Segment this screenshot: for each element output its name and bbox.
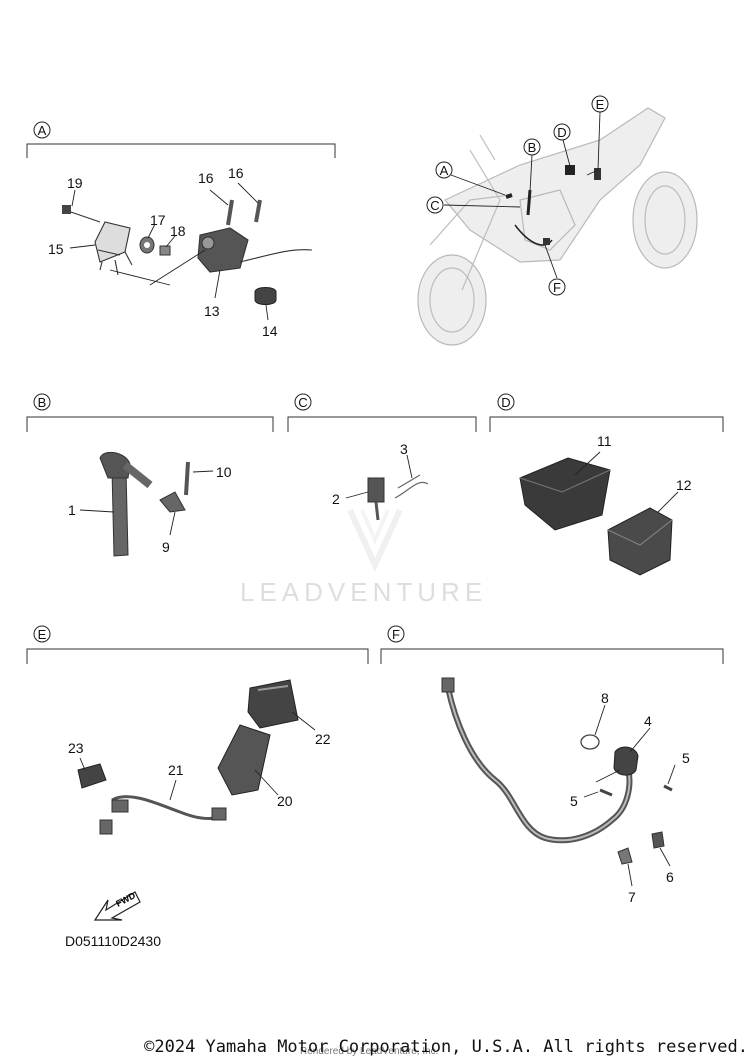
- section-e-header: E: [26, 625, 369, 664]
- callout-5a: 5: [682, 750, 690, 766]
- bike-overview: A B C D E F: [417, 95, 698, 346]
- callout-22: 22: [315, 731, 331, 747]
- bike-label-f: F: [553, 280, 561, 295]
- callout-19: 19: [67, 175, 83, 191]
- section-b-letter: B: [38, 395, 47, 410]
- section-b-parts: [79, 451, 214, 557]
- bike-label-b: B: [528, 140, 537, 155]
- callout-2: 2: [332, 491, 340, 507]
- callout-23: 23: [68, 740, 84, 756]
- section-b-header: B: [26, 393, 274, 432]
- callout-21: 21: [168, 762, 184, 778]
- bike-label-e: E: [596, 97, 605, 112]
- callout-20: 20: [277, 793, 293, 809]
- section-f-parts: [441, 677, 676, 887]
- bike-label-c: C: [430, 198, 439, 213]
- callout-4: 4: [644, 713, 652, 729]
- diagram-code: D051110D2430: [65, 933, 162, 949]
- callout-11: 11: [597, 433, 612, 449]
- section-c-parts: [345, 454, 429, 521]
- callout-17: 17: [150, 212, 166, 228]
- bike-label-d: D: [557, 125, 566, 140]
- fwd-arrow: FWD: [93, 890, 141, 921]
- callout-12: 12: [676, 477, 692, 493]
- section-c-letter: C: [298, 395, 307, 410]
- callout-9: 9: [162, 539, 170, 555]
- callout-3: 3: [400, 441, 408, 457]
- bike-label-a: A: [440, 163, 449, 178]
- section-e-letter: E: [38, 627, 47, 642]
- section-f-header: F: [380, 625, 724, 664]
- section-d-header: D: [489, 393, 724, 432]
- section-f-letter: F: [392, 627, 400, 642]
- callout-8: 8: [601, 690, 609, 706]
- callout-16a: 16: [198, 170, 214, 186]
- section-c-header: C: [287, 393, 477, 432]
- callout-6: 6: [666, 869, 674, 885]
- watermark-text: LEADVENTURE: [240, 577, 488, 607]
- copyright-notice: ©2024 Yamaha Motor Corporation, U.S.A. A…: [144, 1037, 748, 1057]
- rendered-by-note: Rendered by LeadVenture, Inc.: [300, 1046, 439, 1057]
- section-a-letter: A: [38, 123, 47, 138]
- section-a-parts: [62, 182, 313, 321]
- callout-7: 7: [628, 889, 636, 905]
- callout-1: 1: [68, 502, 76, 518]
- callout-10: 10: [216, 464, 232, 480]
- callout-18: 18: [170, 223, 186, 239]
- callout-numbers: 19 15 17 18 16 16 13 14 10 1 9 3 2 11 12…: [48, 165, 692, 905]
- callout-14: 14: [262, 323, 278, 339]
- section-e-parts: [77, 679, 316, 835]
- callout-16b: 16: [228, 165, 244, 181]
- section-a-header: A: [26, 121, 336, 158]
- callout-13: 13: [204, 303, 220, 319]
- watermark-logo: [347, 508, 403, 573]
- callout-5b: 5: [570, 793, 578, 809]
- section-d-letter: D: [501, 395, 510, 410]
- section-d-parts: [519, 451, 679, 576]
- callout-15: 15: [48, 241, 64, 257]
